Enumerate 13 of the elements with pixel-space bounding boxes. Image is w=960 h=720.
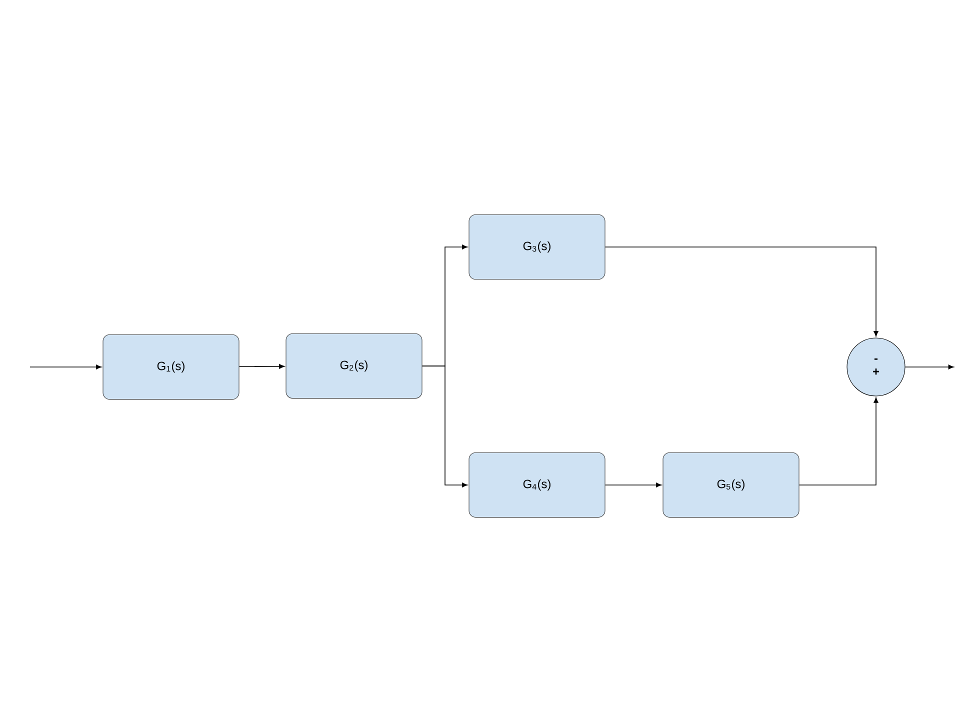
arrow — [604, 482, 662, 488]
block-box: G$_{1}$(s) — [102, 334, 240, 400]
arrow — [904, 364, 954, 370]
block-box: G$_{4}$(s) — [468, 452, 606, 518]
arrow — [238, 364, 285, 369]
arrow — [422, 366, 468, 488]
block-box: G$_{5}$(s) — [662, 452, 800, 518]
summing-junction: - + — [846, 338, 906, 396]
arrow — [798, 397, 878, 486]
arrow — [30, 364, 102, 370]
block-box: G$_{3}$(s) — [468, 214, 606, 280]
block-box: G$_{2}$(s) — [286, 333, 422, 399]
arrow — [604, 246, 878, 337]
